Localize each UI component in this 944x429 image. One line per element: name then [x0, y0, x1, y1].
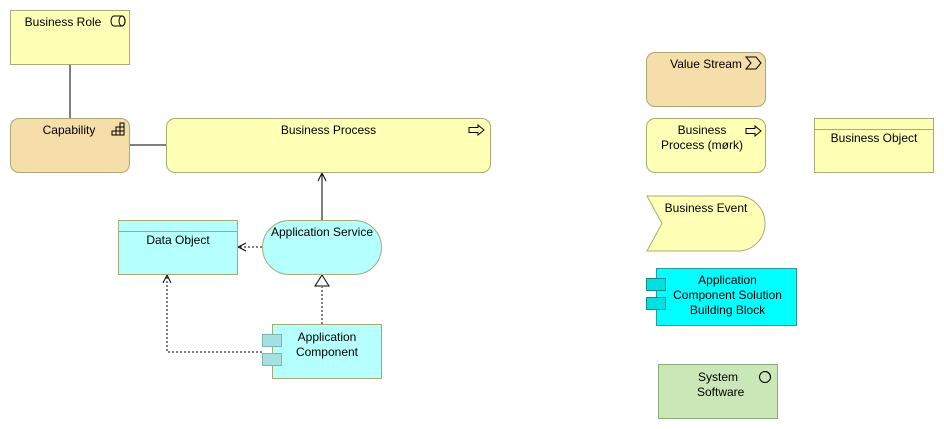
business-role-node[interactable]: Business Role: [10, 10, 130, 65]
value-stream-label: Value Stream: [670, 57, 742, 71]
capability-node[interactable]: Capability: [10, 118, 130, 173]
system-software-icon: [759, 371, 771, 383]
component-tab-top: [262, 334, 282, 347]
system-software-node[interactable]: System Software: [658, 364, 778, 419]
business-process-dark-label: Business Process (mørk): [661, 123, 743, 152]
data-object-node[interactable]: Data Object: [118, 220, 238, 275]
connector-component-dataobject[interactable]: [167, 275, 262, 353]
data-object-label: Data Object: [146, 233, 210, 247]
data-object-header-line: [119, 231, 237, 232]
capability-icon: [111, 122, 125, 136]
role-icon: [110, 15, 126, 27]
component-tab-bottom: [262, 353, 282, 366]
realization-arrowhead: [314, 274, 330, 287]
value-stream-node[interactable]: Value Stream: [646, 52, 766, 107]
app-component-sbb-node[interactable]: Application Component Solution Building …: [656, 268, 797, 326]
business-process-node[interactable]: Business Process: [166, 118, 491, 173]
application-service-node[interactable]: Application Service: [262, 220, 382, 275]
process-arrow-icon: [468, 124, 485, 136]
value-stream-icon: [745, 56, 762, 70]
capability-label: Capability: [42, 123, 96, 137]
business-event-label: Business Event: [664, 201, 748, 215]
business-event-shape[interactable]: [644, 195, 768, 253]
app-component-sbb-label: Application Component Solution Building …: [673, 273, 782, 317]
application-component-label: Application Component: [295, 330, 359, 359]
business-object-header-line: [815, 129, 933, 130]
application-component-node[interactable]: Application Component: [272, 324, 382, 379]
application-service-label: Application Service: [270, 225, 374, 239]
process-arrow-icon: [745, 125, 762, 137]
business-process-label: Business Process: [280, 123, 377, 137]
business-object-node[interactable]: Business Object: [814, 118, 934, 173]
business-process-dark-node[interactable]: Business Process (mørk): [646, 118, 766, 173]
business-role-label: Business Role: [24, 15, 102, 29]
system-software-label: System Software: [697, 370, 745, 399]
sbb-component-tab-bottom: [646, 297, 666, 310]
business-object-label: Business Object: [830, 131, 918, 145]
sbb-component-tab-top: [646, 278, 666, 291]
